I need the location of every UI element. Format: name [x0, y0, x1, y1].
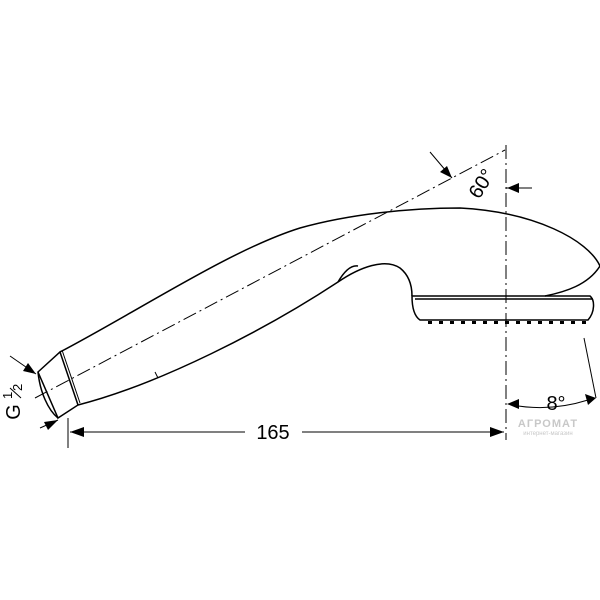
handle-seam-line — [154, 371, 159, 379]
thread-arrow-bottom — [44, 420, 58, 430]
thread-dimension: G 1 2 — [0, 355, 59, 430]
tilt-arc — [511, 399, 589, 409]
nozzle — [472, 321, 476, 324]
angle-dimension-8: 8° — [507, 337, 597, 415]
watermark: АГРОМАТ интернет-магазин — [518, 418, 578, 437]
angle-60-arrow-right — [507, 183, 519, 193]
handle-upper-edge — [59, 207, 600, 353]
handle-center-axis — [34, 149, 506, 399]
angle-dimension-60: 60° — [429, 151, 532, 203]
thread-arrow-top — [23, 363, 36, 374]
nozzle — [494, 321, 498, 324]
nozzle — [516, 321, 520, 324]
angle-60-label: 60° — [465, 165, 500, 202]
nozzle — [461, 321, 465, 324]
tilt-arrow-left — [507, 399, 519, 409]
thread-connector — [37, 349, 81, 420]
nozzle — [571, 321, 575, 324]
head-right-edge — [544, 265, 600, 297]
angle-60-arrow-left — [440, 166, 452, 178]
nozzle — [428, 321, 432, 324]
nozzle — [439, 321, 443, 324]
nozzle — [483, 321, 487, 324]
tilt-angle-label: 8° — [546, 393, 565, 415]
length-label: 165 — [256, 422, 289, 444]
connector-end-face — [37, 371, 59, 419]
length-arrow-left — [70, 427, 84, 437]
nozzle — [527, 321, 531, 324]
shower-handle-outline — [59, 207, 600, 406]
nozzle — [450, 321, 454, 324]
spray-face — [411, 295, 595, 324]
nozzle — [505, 321, 509, 324]
connector-ring — [61, 349, 81, 404]
tilt-reference-line — [583, 337, 597, 399]
handle-lower-edge — [77, 263, 413, 406]
nozzle — [538, 321, 542, 324]
nozzle — [582, 321, 586, 324]
connector-body — [37, 350, 79, 420]
nozzle — [549, 321, 553, 324]
nozzle-row — [428, 321, 586, 324]
thread-label: G 1 2 — [0, 384, 25, 420]
handle-grip-bump — [337, 265, 359, 283]
thread-label-numerator: 1 — [0, 392, 15, 399]
thread-label-slash — [9, 387, 22, 399]
length-dimension: 165 — [67, 418, 504, 448]
nozzle — [560, 321, 564, 324]
watermark-tagline: интернет-магазин — [523, 431, 572, 437]
tilt-arrow-right — [585, 394, 596, 405]
watermark-brand: АГРОМАТ — [518, 418, 578, 430]
length-arrow-right — [490, 427, 504, 437]
thread-label-letter: G — [3, 404, 25, 420]
thread-label-denominator: 2 — [10, 384, 25, 391]
